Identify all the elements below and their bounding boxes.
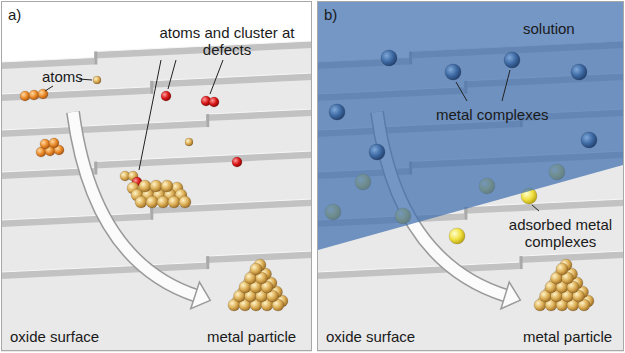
cluster-atom — [40, 139, 50, 149]
arrow-head — [191, 282, 211, 309]
arrow-body — [73, 112, 197, 296]
metal-particle — [534, 259, 594, 311]
metal-atom — [556, 263, 568, 275]
step-kink — [94, 52, 97, 65]
metal-complex — [381, 50, 397, 66]
defect-atom — [161, 91, 171, 101]
step-kink — [206, 256, 209, 269]
cluster-atom — [49, 138, 59, 148]
step-edge — [1, 262, 206, 279]
step-highlight — [206, 109, 312, 114]
leader-line — [502, 70, 510, 101]
step-edge — [317, 262, 520, 279]
step-kink — [94, 162, 97, 175]
step-edge — [206, 109, 312, 121]
flat-cluster — [127, 180, 191, 208]
atoms-label: atoms — [42, 68, 83, 85]
metal-atom — [168, 196, 180, 208]
defect-atom — [209, 97, 219, 107]
atom — [29, 90, 39, 100]
defect-atom — [232, 157, 242, 167]
metal-atom — [150, 180, 162, 192]
metal-atom — [135, 196, 147, 208]
atom — [185, 138, 193, 146]
step-edge — [1, 120, 206, 137]
atoms — [20, 76, 242, 187]
atom — [93, 76, 101, 84]
metal-complex — [369, 144, 385, 160]
metal-atom — [250, 263, 262, 275]
metal-complex — [581, 132, 597, 148]
surface-label: oxide surface — [10, 328, 99, 345]
step-highlight — [94, 151, 312, 162]
metal-atom — [146, 196, 158, 208]
oxide-surface — [1, 41, 312, 352]
step-kink — [150, 81, 153, 94]
figure-panel: b) solution metal complexes adsorbed metal … — [317, 1, 624, 351]
metal-complexes — [329, 50, 597, 160]
metal-atom — [179, 196, 191, 208]
leader-line — [210, 60, 223, 94]
leader-line — [532, 205, 539, 211]
arrow-head — [501, 282, 520, 309]
step-highlight — [1, 58, 94, 63]
atom — [20, 91, 30, 101]
metal-atom — [139, 180, 151, 192]
step-edge — [1, 58, 94, 70]
surface-label: oxide surface — [326, 328, 415, 345]
step-kink — [150, 207, 153, 220]
leader-line — [456, 82, 467, 101]
leader-line — [45, 86, 53, 91]
metal-particle — [228, 259, 288, 311]
growth-arrow — [73, 112, 210, 309]
panel-letter: a) — [8, 6, 21, 23]
metal-complex — [504, 52, 520, 68]
leader-line — [139, 60, 161, 170]
metal-complex — [329, 104, 345, 120]
terrace — [1, 47, 312, 352]
particle-label: metal particle — [207, 328, 296, 345]
step-edge — [94, 151, 312, 169]
panel-letter: b) — [324, 6, 337, 23]
step-edge — [1, 213, 150, 227]
metal-complex — [445, 64, 461, 80]
adsorbed-complex — [449, 228, 465, 244]
solution-label: solution — [523, 20, 575, 37]
solution-plane — [318, 1, 623, 250]
adsorbed-label: adsorbed metal complexes — [503, 216, 618, 250]
step-highlight — [317, 262, 520, 272]
step-highlight — [150, 73, 312, 81]
step-kink — [206, 114, 209, 127]
step-highlight — [1, 213, 150, 220]
complexes-label: metal complexes — [436, 106, 549, 123]
step-highlight — [206, 251, 312, 256]
leader-line — [168, 60, 176, 89]
step-highlight — [520, 251, 624, 256]
particle-label: metal particle — [523, 328, 612, 345]
step-edge — [1, 87, 150, 101]
metal-atom — [161, 180, 173, 192]
step-edge — [150, 73, 312, 88]
step-edge — [520, 251, 624, 263]
step-highlight — [1, 262, 206, 272]
step-highlight — [1, 120, 206, 130]
arrow-outline — [73, 112, 197, 296]
metal-complex — [571, 64, 587, 80]
step-kink — [520, 256, 523, 269]
defects-label: atoms and cluster at defects — [152, 24, 302, 58]
figure-panel: a) atoms atoms and cluster at defects oxide… — [1, 1, 312, 351]
metal-atom — [157, 196, 169, 208]
